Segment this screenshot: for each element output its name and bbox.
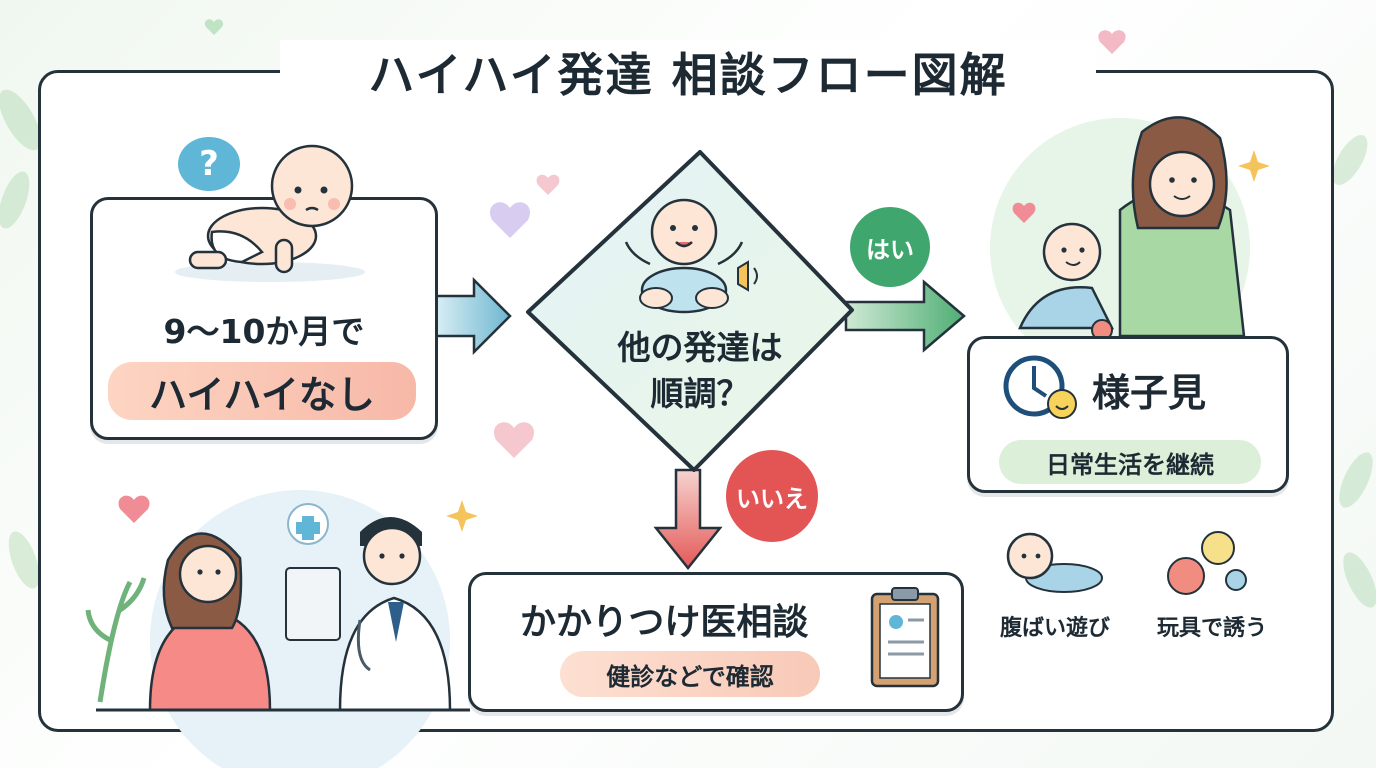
question-bubble-icon: ? bbox=[178, 137, 240, 191]
result-subtitle-pill: 日常生活を継続 bbox=[999, 440, 1261, 484]
baby-leg-icon bbox=[188, 250, 228, 270]
tip-label-tummy: 腹ばい遊び bbox=[1000, 616, 1111, 641]
smiley-icon bbox=[1047, 389, 1077, 419]
tip-label-toys: 玩具で誘う bbox=[1157, 616, 1268, 641]
heart-decoration bbox=[1012, 202, 1036, 223]
sparkle-icon bbox=[1238, 150, 1270, 182]
chart-board-icon bbox=[285, 567, 341, 641]
arrow-no bbox=[653, 468, 723, 571]
heart-decoration bbox=[489, 202, 531, 238]
speaker-icon bbox=[737, 260, 749, 292]
baby-head-icon bbox=[1042, 222, 1102, 282]
stethoscope-icon bbox=[356, 619, 371, 672]
decision-line-2: 順調？ bbox=[650, 374, 750, 413]
arrow-yes bbox=[844, 279, 966, 353]
heart-decoration bbox=[493, 422, 535, 458]
arrow-to-decision bbox=[434, 276, 512, 356]
baby-head-icon bbox=[650, 198, 718, 266]
decision-text: 他の発達は 順調？ bbox=[560, 325, 840, 417]
decision-line-1: 他の発達は bbox=[617, 328, 783, 367]
leaf-decoration bbox=[1343, 552, 1376, 608]
baby-arm-icon bbox=[274, 238, 294, 274]
heart-decoration bbox=[204, 19, 224, 35]
leaf-decoration bbox=[8, 531, 40, 589]
title-container: ハイハイ発達 相談フロー図解 bbox=[280, 40, 1096, 104]
heart-decoration bbox=[118, 495, 150, 523]
start-highlight-pill: ハイハイなし bbox=[108, 362, 416, 420]
tummy-time-baby-icon bbox=[1006, 532, 1103, 593]
page-title: ハイハイ発達 相談フロー図解 bbox=[368, 48, 1008, 102]
crawling-baby-icon bbox=[1018, 286, 1115, 330]
result-title: 様子見 bbox=[1092, 371, 1207, 415]
clipboard-icon bbox=[870, 587, 940, 688]
mother-head-icon bbox=[1148, 150, 1216, 218]
consult-title: かかりつけ医相談 bbox=[520, 602, 809, 643]
doctor-head-icon bbox=[362, 526, 422, 586]
sparkle-icon bbox=[446, 500, 478, 532]
start-condition-text: 9〜10か月で bbox=[163, 312, 365, 351]
heart-decoration bbox=[536, 174, 560, 195]
plant-icon bbox=[85, 577, 147, 703]
doctor-coat-icon bbox=[338, 596, 452, 712]
mother-head-icon bbox=[178, 544, 238, 604]
heart-decoration bbox=[1098, 30, 1126, 54]
question-mark: ? bbox=[199, 144, 219, 184]
leaf-decoration bbox=[1339, 452, 1373, 508]
consult-subtitle-pill: 健診などで確認 bbox=[560, 651, 820, 697]
yes-badge: はい bbox=[850, 207, 930, 287]
leaf-decoration bbox=[1332, 135, 1368, 185]
leaf-decoration bbox=[0, 171, 30, 229]
toy-balls-icon bbox=[1167, 531, 1247, 595]
no-badge: いいえ bbox=[726, 450, 818, 542]
leaf-decoration bbox=[0, 89, 41, 151]
doctor-tie-icon bbox=[388, 602, 404, 642]
